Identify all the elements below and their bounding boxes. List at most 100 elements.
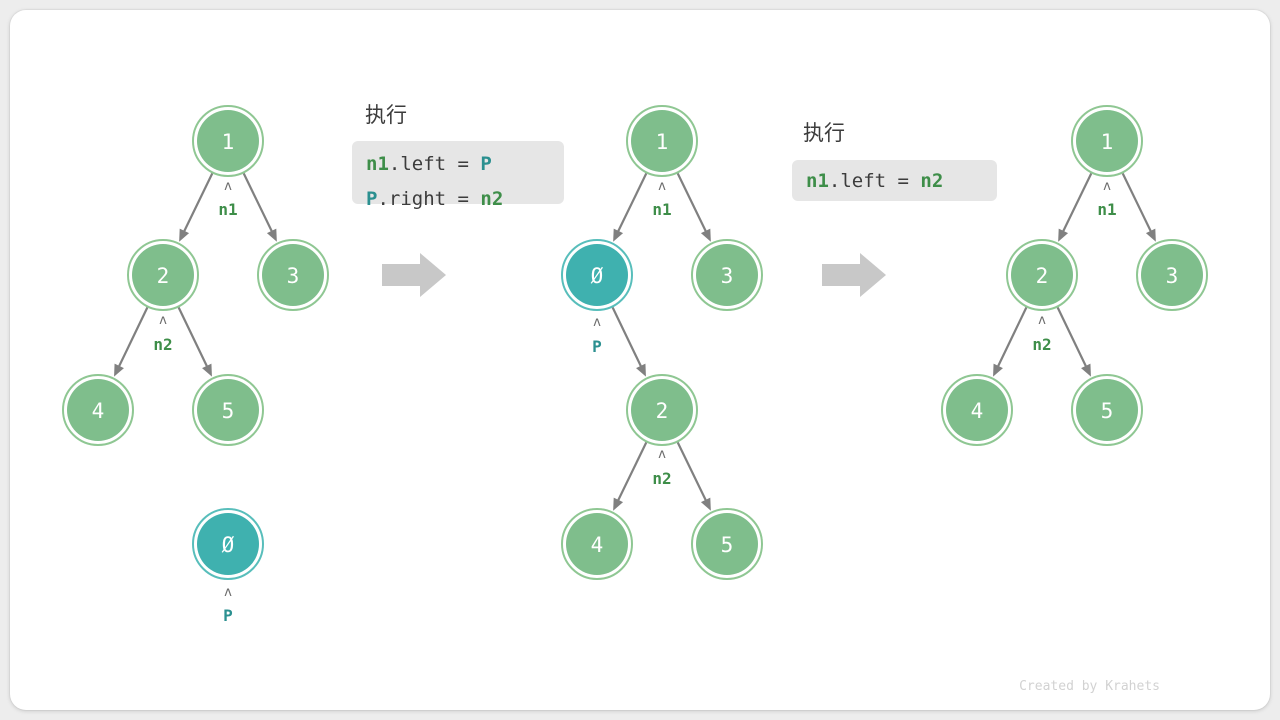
tree-node[interactable]: 1 — [1071, 105, 1143, 177]
node-circle — [696, 513, 758, 575]
pointer-caret-icon: ʌ — [593, 315, 601, 330]
tree-node[interactable]: 4 — [941, 374, 1013, 446]
node-value-label: 1 — [222, 130, 235, 154]
node-value-label: 3 — [721, 264, 734, 288]
tree-edge — [615, 441, 648, 505]
credit-label: Created by Krahets — [1019, 679, 1160, 694]
code-token: n1 — [806, 170, 829, 192]
tree-node[interactable]: 4 — [62, 374, 134, 446]
tree-edge-arrowhead — [114, 363, 124, 377]
pointer-label: n1 — [1097, 200, 1116, 219]
pointer-caret-icon: ʌ — [658, 447, 666, 462]
tree-edge — [1056, 306, 1089, 371]
node-circle — [197, 110, 259, 172]
step-title: 执行 — [365, 103, 407, 127]
node-value-label: 5 — [721, 533, 734, 557]
edges-layer — [114, 172, 1156, 511]
node-value-label: 1 — [656, 130, 669, 154]
pointer-label: n1 — [218, 200, 237, 219]
tree-node[interactable]: 2 — [1006, 239, 1078, 311]
node-value-label: 1 — [1101, 130, 1114, 154]
node-circle — [631, 110, 693, 172]
node-circle — [1011, 244, 1073, 306]
transition-arrows-layer — [382, 253, 886, 297]
code-token: P — [480, 153, 491, 175]
node-circle — [1141, 244, 1203, 306]
tree-node[interactable]: 4 — [561, 508, 633, 580]
transition-arrow-icon — [382, 253, 446, 297]
tree-edge-arrowhead — [700, 497, 711, 511]
tree-edge — [676, 172, 709, 236]
tree-node[interactable]: 2 — [626, 374, 698, 446]
pointer-label: P — [592, 337, 602, 356]
code-token: n1 — [366, 153, 389, 175]
tree-edge-arrowhead — [179, 228, 190, 242]
node-circle — [1076, 379, 1138, 441]
code-token: .left = — [389, 153, 481, 175]
code-block — [792, 160, 997, 201]
tree-edge-arrowhead — [636, 363, 646, 377]
tree-edge — [1060, 172, 1093, 236]
node-outer-ring — [691, 239, 763, 311]
node-value-label: Ø — [222, 533, 235, 557]
tree-node[interactable]: 3 — [1136, 239, 1208, 311]
node-value-label: Ø — [591, 264, 604, 288]
node-value-label: 4 — [92, 399, 105, 423]
node-outer-ring — [691, 508, 763, 580]
node-value-label: 3 — [1166, 264, 1179, 288]
node-outer-ring — [941, 374, 1013, 446]
code-line: P.right = n2 — [366, 188, 503, 210]
tree-node[interactable]: 3 — [691, 239, 763, 311]
tree-edge — [116, 306, 149, 371]
node-circle — [631, 379, 693, 441]
tree-edge — [242, 172, 275, 236]
pointer-caret-icon: ʌ — [159, 313, 167, 328]
code-token: n2 — [920, 170, 943, 192]
code-line: n1.left = n2 — [806, 170, 943, 192]
tree-node[interactable]: 3 — [257, 239, 329, 311]
step-title: 执行 — [803, 121, 845, 145]
node-outer-ring — [561, 508, 633, 580]
node-value-label: 4 — [591, 533, 604, 557]
node-outer-ring — [1006, 239, 1078, 311]
tree-node[interactable]: Ø — [561, 239, 633, 311]
node-circle — [566, 244, 628, 306]
tree-node[interactable]: Ø — [192, 508, 264, 580]
tree-edge-arrowhead — [1145, 228, 1156, 242]
tree-edge-arrowhead — [1081, 363, 1091, 377]
pointer-label: n2 — [153, 335, 172, 354]
tree-edge — [615, 172, 648, 236]
node-circle — [696, 244, 758, 306]
tree-node[interactable]: 1 — [192, 105, 264, 177]
node-value-label: 3 — [287, 264, 300, 288]
code-token: .right = — [377, 188, 480, 210]
tree-node[interactable]: 5 — [1071, 374, 1143, 446]
tree-edge-arrowhead — [993, 363, 1003, 377]
tree-node[interactable]: 2 — [127, 239, 199, 311]
tree-node[interactable]: 5 — [192, 374, 264, 446]
node-circle — [1076, 110, 1138, 172]
pointer-caret-icon: ʌ — [1103, 179, 1111, 194]
tree-edge — [1121, 172, 1154, 236]
tree-node[interactable]: 1 — [626, 105, 698, 177]
node-outer-ring — [192, 105, 264, 177]
tree-edge-arrowhead — [1058, 228, 1069, 242]
node-outer-ring — [1136, 239, 1208, 311]
tree-edge-arrowhead — [266, 228, 277, 242]
node-value-label: 2 — [1036, 264, 1049, 288]
node-circle — [197, 379, 259, 441]
node-outer-ring — [192, 374, 264, 446]
node-outer-ring — [127, 239, 199, 311]
node-outer-ring — [626, 105, 698, 177]
pointer-label: n1 — [652, 200, 671, 219]
tree-node[interactable]: 5 — [691, 508, 763, 580]
tree-edge — [611, 306, 644, 371]
node-value-label: 5 — [222, 399, 235, 423]
node-outer-ring — [192, 508, 264, 580]
node-outer-ring — [1071, 374, 1143, 446]
tree-edge-arrowhead — [700, 228, 711, 242]
